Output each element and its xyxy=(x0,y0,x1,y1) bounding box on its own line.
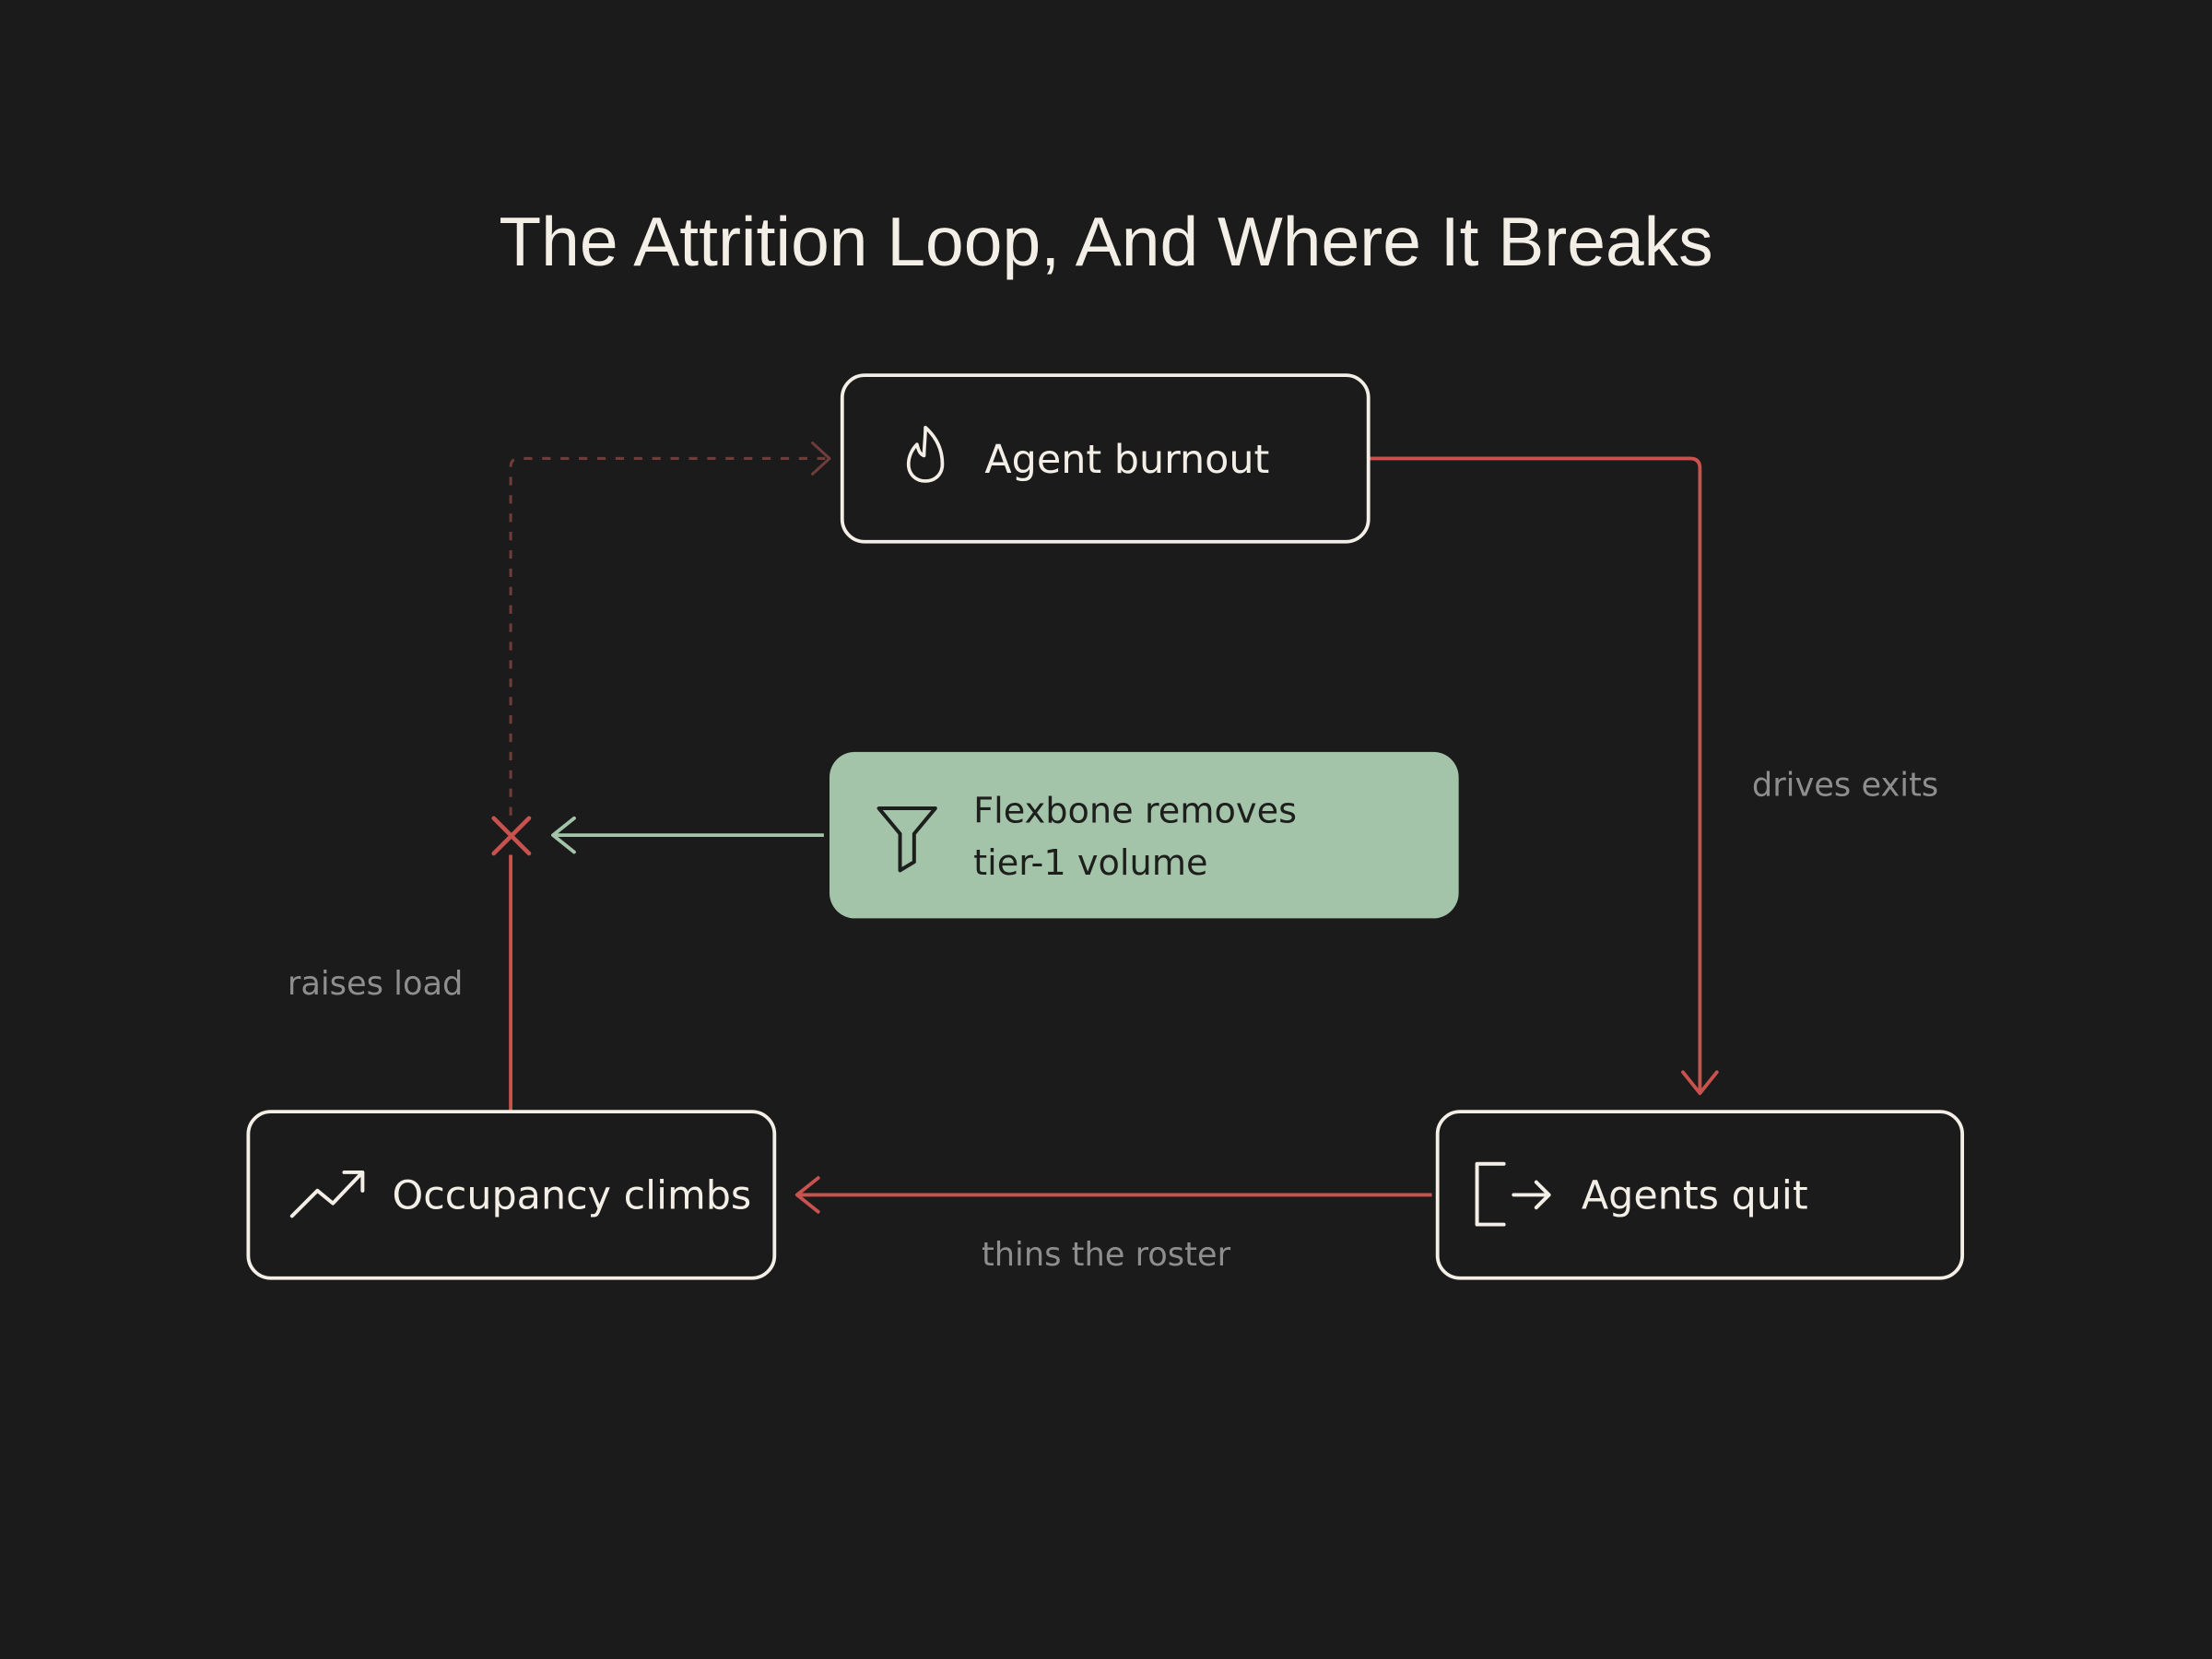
arrowhead-down xyxy=(1681,1070,1719,1096)
edge-quit-to-occupancy xyxy=(794,1176,1432,1214)
diagram-title: The Attrition Loop, And Where It Breaks xyxy=(499,203,1712,280)
edge-label-drives-exits: drives exits xyxy=(1752,766,1938,804)
node-label: Agents quit xyxy=(1582,1173,1808,1219)
edge-label-thins-the-roster: thins the roster xyxy=(982,1236,1231,1274)
node-label-line1: Flexbone removes xyxy=(973,790,1297,831)
node-agent-burnout: Agent burnout xyxy=(840,373,1371,544)
edge-label-raises-load: raises load xyxy=(288,965,464,1003)
node-label: Agent burnout xyxy=(984,437,1269,483)
arrowhead-left-green xyxy=(551,816,576,854)
edge-dashed-segment xyxy=(509,456,826,816)
node-occupancy-climbs: Occupancy climbs xyxy=(246,1110,777,1280)
trending-up-icon xyxy=(289,1170,365,1218)
node-agents-quit: Agents quit xyxy=(1435,1110,1964,1280)
arrowhead-right-faded xyxy=(811,441,831,476)
funnel-icon xyxy=(877,806,937,873)
exit-icon xyxy=(1475,1161,1551,1227)
edge-burnout-to-quit xyxy=(1368,456,1719,1096)
edge-occupancy-to-burnout xyxy=(491,441,831,1111)
node-flexbone-intervention: Flexbone removes tier-1 volume xyxy=(830,751,1459,919)
flame-icon xyxy=(906,425,945,483)
break-x-icon xyxy=(491,816,532,856)
node-label: Occupancy climbs xyxy=(393,1173,752,1219)
node-label-line2: tier-1 volume xyxy=(973,842,1207,884)
arrowhead-left xyxy=(794,1176,820,1214)
edge-intervention xyxy=(551,816,824,854)
